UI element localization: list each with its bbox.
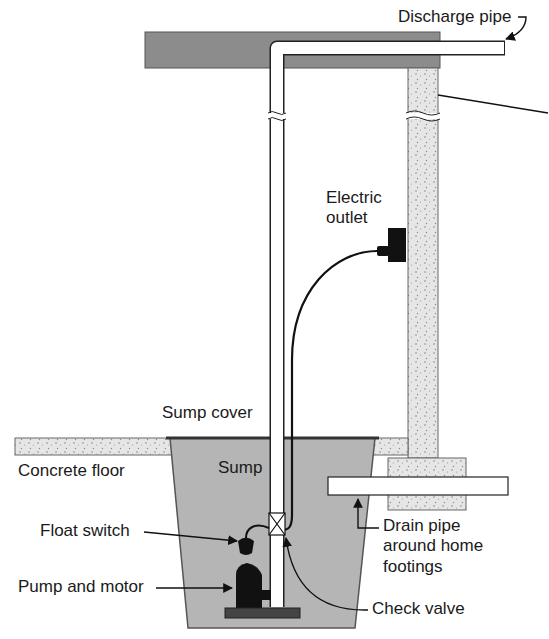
leader-line <box>286 538 368 610</box>
pump-motor <box>236 563 262 608</box>
part-label: Drain pipe around home footings <box>383 516 513 577</box>
concrete-floor <box>15 438 172 455</box>
part-label: Electric outlet <box>326 188 396 229</box>
drain-pipe <box>328 477 508 495</box>
check-valve <box>269 513 285 535</box>
part-label: Concrete floor <box>18 461 125 481</box>
pump-outlet <box>262 590 271 600</box>
leader-line <box>144 532 237 541</box>
electric-outlet <box>388 228 406 262</box>
float-cable <box>246 526 269 538</box>
check-valve <box>269 513 285 535</box>
leader-lines <box>144 17 526 610</box>
leader-line <box>358 499 379 528</box>
foundation-wall <box>408 68 438 458</box>
part-label: Sump <box>218 458 262 478</box>
grade-line <box>438 95 548 113</box>
power-cord <box>282 251 377 530</box>
break-marks <box>268 111 440 121</box>
pump-base <box>225 608 300 618</box>
part-label: Check valve <box>372 599 465 619</box>
part-label: Float switch <box>40 521 130 541</box>
leader-line <box>156 587 232 588</box>
concrete-floor <box>373 438 408 455</box>
part-label: Sump cover <box>162 403 253 423</box>
part-label: Discharge pipe <box>398 7 511 27</box>
plug <box>377 246 389 256</box>
float-switch <box>238 538 254 556</box>
part-label: Pump and motor <box>18 577 144 597</box>
